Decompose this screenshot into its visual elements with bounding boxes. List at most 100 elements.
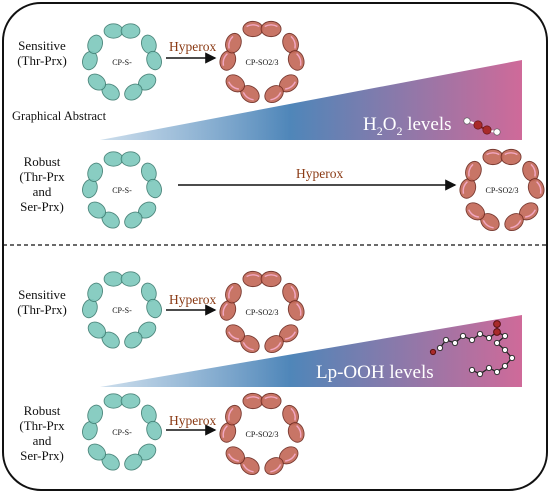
prx-dimer (522, 160, 545, 199)
reduced-site-label: CP-S- (112, 306, 132, 315)
prx-dimer (225, 446, 260, 475)
prx-subunit (103, 23, 124, 39)
prx-subunit (146, 420, 162, 441)
prx-dimer (124, 73, 157, 101)
prx-subunit (103, 271, 124, 287)
oxidation-highlight (270, 91, 282, 101)
prx-subunit (87, 73, 107, 91)
reduced-prx-ring-bottom-sensitive: CP-S- (82, 271, 162, 349)
prx-subunit (242, 20, 264, 38)
oxidized-prx-ring-top-sensitive: CP-SO2/3 (219, 20, 305, 103)
oxidized-site-label: CP-SO2/3 (246, 430, 279, 439)
oxidized-site-label: CP-SO2/3 (246, 308, 279, 317)
oxidized-site-label: CP-SO2/3 (486, 186, 519, 195)
reduced-prx-ring-top-robust: CP-S- (82, 151, 162, 229)
bottom-sensitive-label: Sensitive (Thr-Prx) (6, 287, 78, 317)
prx-dimer (103, 23, 141, 39)
oxidation-highlight (290, 407, 296, 421)
prx-dimer (87, 443, 120, 471)
oxidation-highlight (264, 396, 278, 400)
oxidation-highlight (290, 285, 296, 299)
oxidation-highlight (510, 219, 522, 229)
top-hyperox-robust-label: Hyperox (296, 166, 344, 181)
top-sensitive-label-line2: (Thr-Prx) (17, 53, 67, 68)
h2o2-levels-label: H2O2 levels (363, 114, 452, 142)
prx-dimer (140, 162, 162, 199)
prx-dimer (124, 321, 157, 349)
oxidation-highlight (222, 303, 228, 316)
prx-dimer (103, 151, 141, 167)
prx-subunit (146, 50, 162, 71)
top-hyperox-sensitive-label: Hyperox (169, 39, 217, 54)
bottom-hyperox-sensitive-label: Hyperox (169, 292, 217, 307)
prx-dimer (87, 321, 120, 349)
prx-subunit (264, 457, 284, 475)
prx-dimer (82, 282, 104, 319)
oxidation-highlight (228, 331, 240, 340)
oxidation-highlight (284, 453, 296, 462)
prx-subunit (260, 270, 282, 288)
prx-dimer (264, 324, 299, 353)
outer-frame (2, 2, 548, 491)
bottom-robust-label: Robust (Thr-Prx and Ser-Prx) (12, 403, 72, 463)
prx-subunit (260, 20, 282, 38)
reduced-site-label: CP-S- (112, 58, 132, 67)
prx-dimer (140, 282, 162, 319)
h2o2-molecule-icon (463, 117, 501, 136)
oxidized-prx-ring-top-robust: CP-SO2/3 (459, 148, 545, 231)
graphical-abstract-caption: Graphical Abstract (12, 109, 107, 123)
top-robust-label-line2: (Thr-Prx (19, 169, 65, 184)
prx-subunit (482, 148, 504, 166)
oxidation-highlight (504, 152, 518, 156)
prx-subunit (264, 85, 284, 103)
prx-dimer (282, 282, 305, 321)
prx-subunit (146, 178, 162, 199)
prx-dimer (140, 34, 162, 71)
h2o2-sub1: 2 (376, 123, 383, 138)
oxidation-highlight (228, 453, 240, 462)
oxidation-highlight (284, 331, 296, 340)
lpooh-gradient-wedge (100, 315, 522, 387)
prx-subunit (242, 270, 264, 288)
top-robust-label: Robust (Thr-Prx and Ser-Prx) (12, 154, 72, 214)
h2o2-o: O (382, 114, 397, 135)
top-robust-label-line1: Robust (23, 154, 61, 169)
top-sensitive-label-line1: Sensitive (18, 38, 66, 53)
prx-dimer (282, 32, 305, 71)
oxidation-highlight (296, 303, 302, 316)
prx-dimer (225, 324, 260, 353)
oxidation-highlight (246, 396, 260, 400)
oxidation-highlight (246, 274, 260, 278)
prx-dimer (282, 404, 305, 443)
prx-dimer (124, 201, 157, 229)
oxidation-highlight (228, 35, 234, 49)
prx-subunit (87, 201, 107, 219)
oxidation-highlight (270, 463, 282, 473)
oxidized-prx-ring-bottom-sensitive: CP-SO2/3 (219, 270, 305, 353)
oxidation-highlight (246, 24, 260, 28)
h2o2-sub2: 2 (396, 123, 403, 138)
prx-dimer (82, 162, 104, 199)
prx-dimer (219, 32, 242, 71)
oxidation-highlight (482, 219, 494, 229)
oxidation-highlight (270, 341, 282, 351)
oxidation-highlight (468, 209, 480, 218)
prx-subunit (264, 335, 284, 353)
oxidation-highlight (242, 463, 254, 473)
prx-dimer (242, 392, 282, 410)
prx-dimer (82, 34, 104, 71)
prx-subunit (87, 34, 104, 54)
oxidation-highlight (284, 81, 296, 90)
prx-subunit (87, 404, 104, 424)
top-robust-label-line4: Ser-Prx) (20, 199, 64, 214)
oxidized-site-label: CP-SO2/3 (246, 58, 279, 67)
prx-subunit (87, 162, 104, 182)
prx-dimer (242, 20, 282, 38)
prx-dimer (87, 73, 120, 101)
prx-subunit (120, 23, 141, 39)
prx-subunit (87, 282, 104, 302)
prx-dimer (103, 271, 141, 287)
oxidation-highlight (296, 53, 302, 66)
oxidation-highlight (524, 209, 536, 218)
h2o2-levels-word: levels (402, 114, 452, 135)
